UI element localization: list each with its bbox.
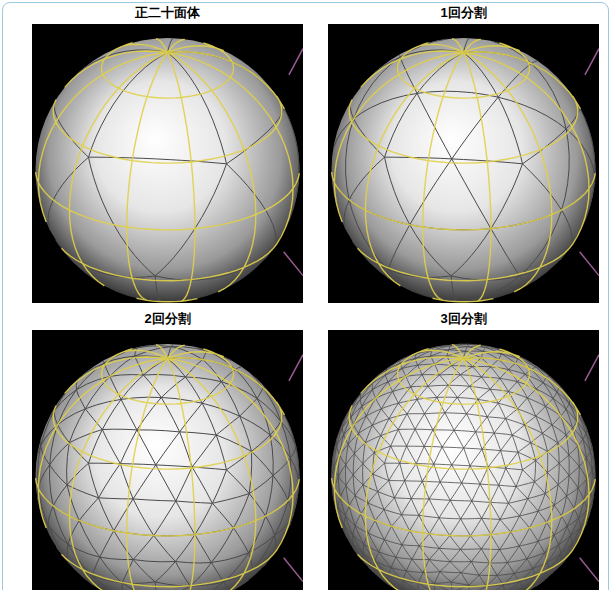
mesh-edges xyxy=(48,38,299,301)
sphere xyxy=(36,344,300,590)
axis-line xyxy=(284,252,303,276)
sphere xyxy=(36,38,300,302)
axis-line xyxy=(585,355,599,381)
axis-line xyxy=(585,49,599,75)
mesh-edges xyxy=(332,344,596,590)
panel-title: 1回分割 xyxy=(440,5,486,21)
sphere xyxy=(332,38,596,302)
panel-background xyxy=(32,24,303,303)
mesh-edges xyxy=(36,344,299,590)
geodesic-sphere-illustration xyxy=(32,330,303,590)
panel-background xyxy=(328,24,599,303)
axis-line xyxy=(289,49,303,75)
geodesic-sphere-illustration xyxy=(32,24,303,303)
lat-long-grid xyxy=(332,345,596,590)
lat-long-grid xyxy=(332,39,596,302)
geodesic-sphere-illustration xyxy=(328,330,599,590)
lat-long-grid xyxy=(36,345,300,590)
geodesic-sphere-illustration xyxy=(328,24,599,303)
panel-title: 3回分割 xyxy=(440,311,486,327)
panel-title: 正二十面体 xyxy=(135,5,200,21)
panel-title: 2回分割 xyxy=(144,311,190,327)
axis-line xyxy=(289,355,303,381)
axis-line xyxy=(580,252,599,276)
sphere xyxy=(332,344,596,590)
axis-line xyxy=(284,558,303,582)
lat-long-grid xyxy=(36,39,300,302)
axis-line xyxy=(580,558,599,582)
mesh-edges xyxy=(332,38,595,302)
